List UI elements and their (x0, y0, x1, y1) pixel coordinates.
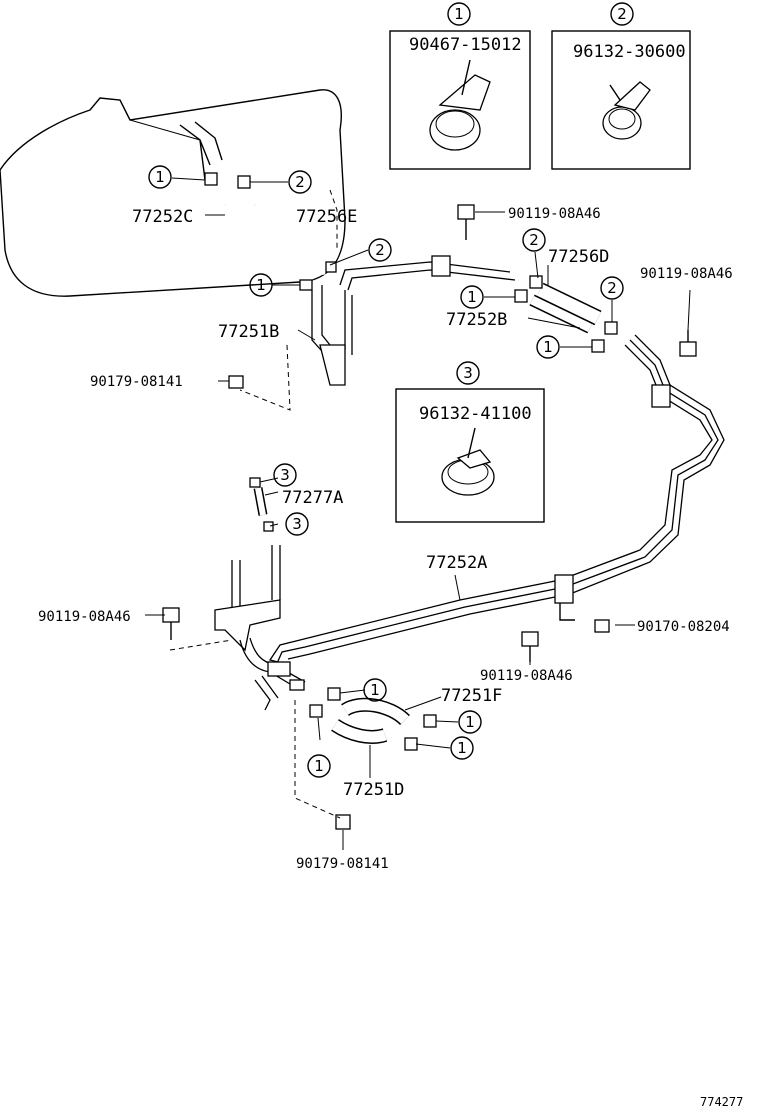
clamp-part (604, 321, 618, 335)
hose-clamp-96132-41100-icon (441, 427, 495, 496)
legend-box-1: 1 90467-15012 (389, 2, 531, 170)
label-77251f: 77251F (441, 686, 502, 706)
clamp-part (237, 175, 251, 189)
svg-text:2: 2 (607, 279, 617, 297)
hose-clamp-96132-30600-icon (602, 81, 651, 140)
leader-lines (145, 177, 691, 850)
label-90119-08a46-bottom: 90119-08A46 (480, 668, 573, 684)
callout-2: 2 (600, 276, 624, 300)
clamp-part (514, 289, 528, 303)
bolt-icon (679, 330, 697, 357)
clamp-part (299, 279, 313, 291)
callout-2: 2 (288, 170, 312, 194)
nut-icon (594, 619, 610, 633)
svg-text:1: 1 (155, 168, 165, 186)
callout-1: 1 (458, 710, 482, 734)
legend-box-2: 2 96132-30600 (551, 2, 691, 170)
callout-1: 1 (148, 165, 172, 189)
svg-text:3: 3 (292, 515, 302, 533)
callout-1: 1 (450, 736, 474, 760)
hose-77256d (529, 282, 602, 334)
pipe-lower-bracket (214, 545, 306, 711)
legend-box-2-part: 96132-30600 (573, 42, 686, 62)
clamp-part (309, 704, 323, 718)
label-90179-08141-bottom: 90179-08141 (296, 856, 389, 872)
pipe-upper-assembly (311, 255, 516, 386)
svg-text:1: 1 (465, 713, 475, 731)
legend-box-3-part: 96132-41100 (419, 404, 532, 424)
label-77252c: 77252C (132, 207, 193, 227)
hose-77251f (341, 697, 410, 726)
label-77252a: 77252A (426, 553, 487, 573)
label-90119-08a46-left: 90119-08A46 (38, 609, 131, 625)
svg-text:2: 2 (529, 231, 539, 249)
pipe-77252a (268, 334, 725, 669)
svg-text:1: 1 (370, 681, 380, 699)
svg-text:3: 3 (280, 466, 290, 484)
label-77251b: 77251B (218, 322, 279, 342)
svg-text:2: 2 (295, 173, 305, 191)
svg-text:1: 1 (457, 739, 467, 757)
label-77252b: 77252B (446, 310, 507, 330)
clamp-part (529, 275, 543, 289)
svg-text:1: 1 (256, 276, 266, 294)
callout-2: 2 (368, 238, 392, 262)
label-77256e: 77256E (296, 207, 357, 227)
clamp-part (423, 714, 437, 728)
hose-77277a (249, 477, 274, 532)
label-90179-08141-top: 90179-08141 (90, 374, 183, 390)
callout-2: 2 (522, 228, 546, 252)
svg-text:2: 2 (375, 241, 385, 259)
label-77277a: 77277A (282, 488, 343, 508)
svg-text:1: 1 (314, 757, 324, 775)
callout-1: 1 (460, 285, 484, 309)
label-90170-08204: 90170-08204 (637, 619, 730, 635)
label-77251d: 77251D (343, 780, 404, 800)
legend-box-2-number: 2 (617, 5, 627, 23)
callout-1: 1 (363, 678, 387, 702)
fuel-tank (0, 89, 346, 297)
svg-text:1: 1 (543, 338, 553, 356)
bolt-icon (457, 204, 475, 240)
clamp-part (591, 339, 605, 353)
callout-3: 3 (285, 512, 309, 536)
callout-1: 1 (307, 754, 331, 778)
callout-1: 1 (249, 273, 273, 297)
legend-box-1-part: 90467-15012 (409, 35, 522, 55)
clamp-part (204, 172, 218, 186)
clamp-part (325, 261, 337, 273)
callout-3: 3 (273, 463, 297, 487)
label-77256d: 77256D (548, 247, 609, 267)
hose-77251d (331, 719, 388, 744)
hose-77252c (222, 203, 314, 281)
hose-77256e (252, 203, 326, 276)
nut-icon (228, 375, 244, 389)
hose-clamp-90467-icon (429, 59, 491, 151)
clamp-part (404, 737, 418, 751)
nut-icon (335, 814, 351, 830)
diagram-code: 774277 (700, 1095, 743, 1109)
label-90119-08a46-top: 90119-08A46 (508, 206, 601, 222)
label-90119-08a46-right: 90119-08A46 (640, 266, 733, 282)
clamp-part (327, 687, 341, 701)
legend-box-3-number: 3 (463, 364, 473, 382)
bolt-icon (521, 631, 539, 662)
callout-1: 1 (536, 335, 560, 359)
legend-box-3: 3 96132-41100 (395, 361, 545, 523)
svg-text:1: 1 (467, 288, 477, 306)
legend-box-1-number: 1 (454, 5, 464, 23)
bolt-icon (162, 607, 180, 640)
